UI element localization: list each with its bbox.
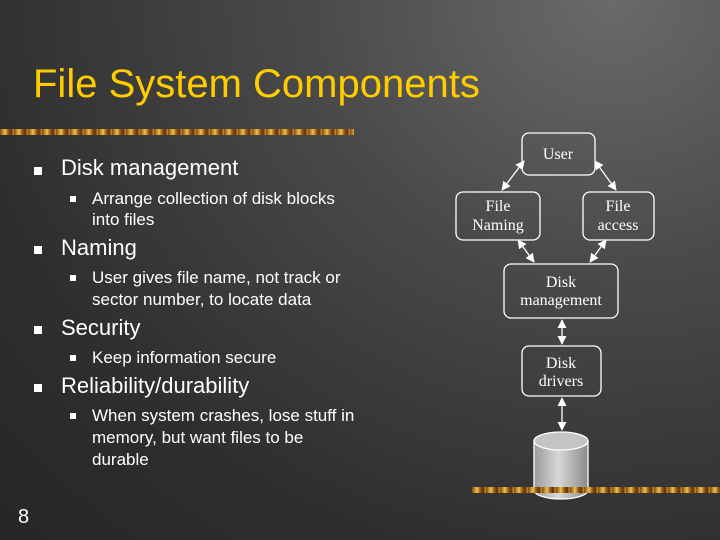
sub-bullet-line: User gives file name, not track or (92, 268, 341, 287)
label-disk-management-line2: management (520, 292, 602, 309)
label-file-naming-line1: File (486, 198, 511, 215)
label-file-access-line1: File (606, 198, 631, 215)
bullet-marker (34, 384, 42, 392)
decorative-rule-top (0, 129, 354, 135)
label-file-access-line2: access (598, 217, 639, 234)
sub-bullet-line: into files (92, 210, 155, 229)
box-disk-management (503, 263, 619, 319)
box-file-access (582, 191, 655, 241)
arrow-file-access-disk-management (589, 239, 607, 263)
bullet-marker (34, 326, 42, 334)
box-disk-drivers (521, 345, 602, 397)
box-user (521, 132, 596, 176)
bullet-disk-management: Disk management (61, 155, 239, 180)
sub-bullet-line: Keep information secure (92, 348, 277, 367)
label-file-naming-line2: Naming (472, 217, 524, 234)
bullet-naming: Naming (61, 235, 137, 260)
bullet-marker (34, 167, 42, 175)
disk-cylinder-icon (533, 431, 589, 500)
bullet-marker (34, 246, 42, 254)
arrow-user-file-access (594, 160, 617, 191)
arrow-file-naming-disk-management (517, 239, 535, 263)
label-user: User (543, 146, 574, 163)
sub-bullet-marker (70, 275, 76, 281)
sub-bullet-line: durable (92, 450, 149, 469)
sub-bullet-line: memory, but want files to be (92, 428, 304, 447)
label-disk-drivers-line2: drivers (539, 373, 583, 390)
slide-title: File System Components (33, 62, 480, 106)
sub-bullet-line: When system crashes, lose stuff in (92, 406, 355, 425)
sub-bullet-marker (70, 196, 76, 202)
sub-bullet-marker (70, 355, 76, 361)
diagram-arrows (501, 160, 617, 431)
label-disk-management-line1: Disk (546, 274, 576, 291)
label-disk-drivers-line1: Disk (546, 355, 576, 372)
sub-bullet-marker (70, 413, 76, 419)
bullet-reliability: Reliability/durability (61, 373, 250, 398)
sub-bullet-line: sector number, to locate data (92, 290, 312, 309)
page-number: 8 (18, 506, 30, 528)
decorative-rule-bottom (472, 487, 720, 493)
arrow-user-file-naming (501, 160, 525, 191)
sub-bullet-line: Arrange collection of disk blocks (92, 189, 335, 208)
box-file-naming (455, 191, 541, 241)
bullet-security: Security (61, 315, 141, 340)
